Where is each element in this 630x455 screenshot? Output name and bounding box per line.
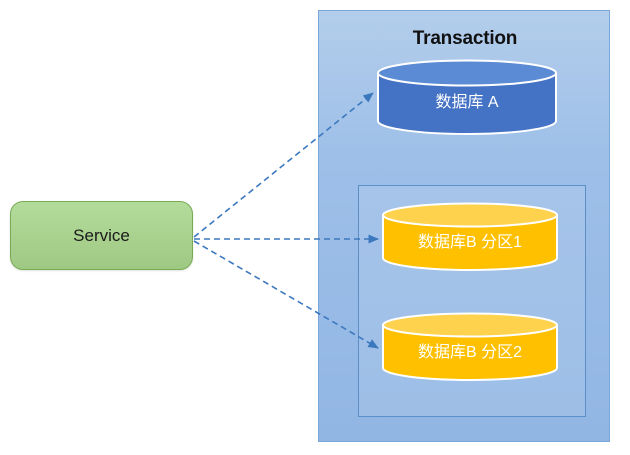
database-b-partition-2-cylinder[interactable]: 数据库B 分区2 xyxy=(382,312,558,381)
service-label: Service xyxy=(73,225,130,245)
database-a-cylinder[interactable]: 数据库 A xyxy=(377,59,557,135)
transaction-title: Transaction xyxy=(412,28,518,49)
cylinder-shape-icon xyxy=(382,312,558,381)
cylinder-shape-icon xyxy=(377,59,557,135)
cylinder-shape-icon xyxy=(382,202,558,271)
service-box[interactable]: Service xyxy=(10,201,193,270)
database-b-partition-1-cylinder[interactable]: 数据库B 分区1 xyxy=(382,202,558,271)
